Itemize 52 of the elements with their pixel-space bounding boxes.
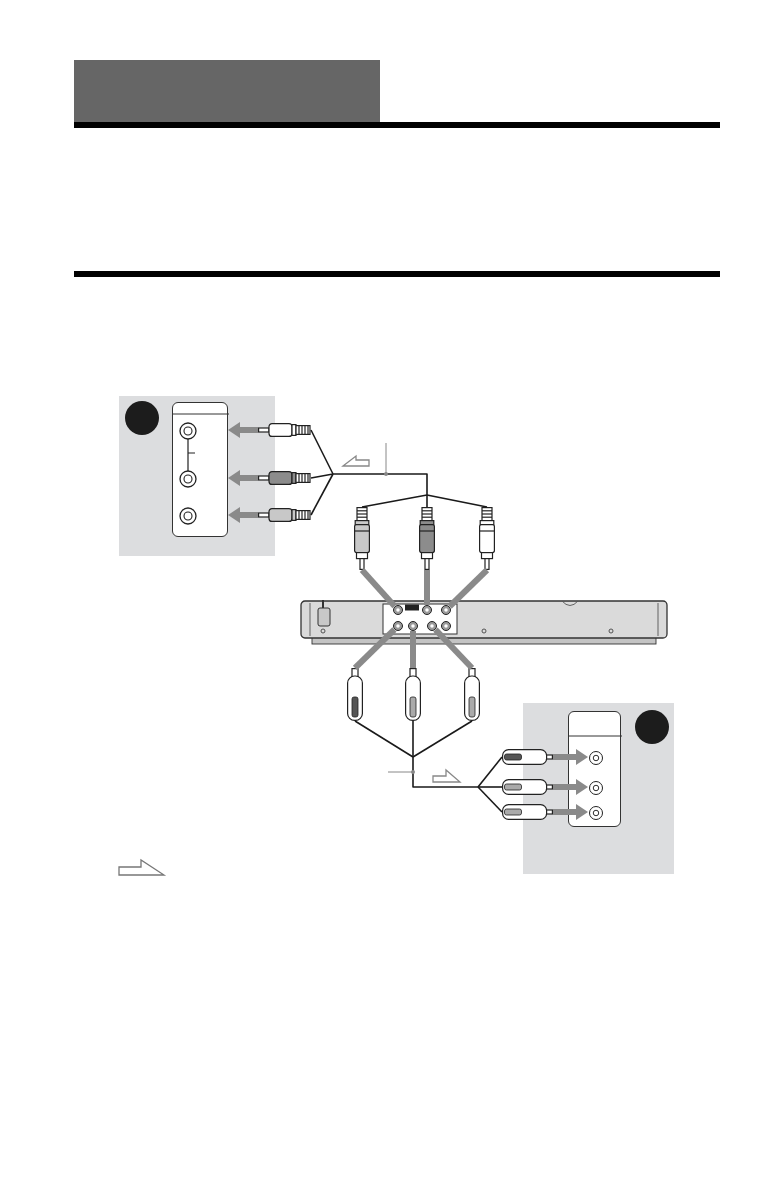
cable-wire: [412, 720, 414, 758]
plug-in-line: [352, 627, 397, 671]
cable-wire: [412, 720, 473, 758]
cable-wire: [310, 429, 334, 475]
output-jack: [393, 605, 403, 615]
plug-in-line: [433, 627, 475, 671]
insertion-arrow: [553, 749, 588, 765]
rca-plug: [258, 471, 311, 485]
cable-wire: [412, 756, 479, 788]
insertion-arrow: [553, 779, 588, 795]
component-plug: [405, 668, 421, 721]
cable-wire: [477, 756, 503, 788]
cable-wire: [310, 473, 334, 479]
rca-plug: [479, 507, 495, 570]
input-jack: [589, 751, 603, 765]
rca-plug: [258, 423, 311, 437]
cable-wire: [477, 786, 503, 788]
plug-in-line: [359, 568, 397, 609]
device-panel: [119, 396, 275, 556]
output-jack: [422, 605, 432, 615]
cable-wire: [354, 720, 414, 758]
output-jack: [393, 621, 403, 631]
cable-wire: [361, 494, 428, 508]
component-plug: [502, 749, 553, 765]
cable-wire: [332, 473, 428, 496]
rca-plug: [419, 507, 435, 570]
plug-in-line: [424, 570, 430, 605]
cable-wire: [426, 494, 428, 508]
output-jack: [441, 605, 451, 615]
input-jack: [589, 781, 603, 795]
output-jack: [408, 621, 418, 631]
output-jack: [441, 621, 451, 631]
plug-in-line: [447, 567, 490, 609]
cable-wire: [310, 473, 334, 516]
insertion-arrow: [228, 422, 258, 438]
cable-wire: [426, 494, 488, 508]
component-plug: [347, 668, 363, 721]
plug-in-line: [410, 631, 416, 668]
component-plug: [502, 804, 553, 820]
device-panel: [523, 703, 674, 874]
input-jack: [589, 806, 603, 820]
rca-plug: [354, 507, 370, 570]
insertion-arrow: [553, 804, 588, 820]
component-plug: [464, 668, 480, 721]
component-plug: [502, 779, 553, 795]
jack-panel: [172, 402, 228, 537]
cable-wire: [477, 786, 503, 813]
rca-plug: [258, 508, 311, 522]
jack-panel: [568, 711, 621, 827]
output-jack: [427, 621, 437, 631]
insertion-arrow: [228, 470, 258, 486]
insertion-arrow: [228, 507, 258, 523]
